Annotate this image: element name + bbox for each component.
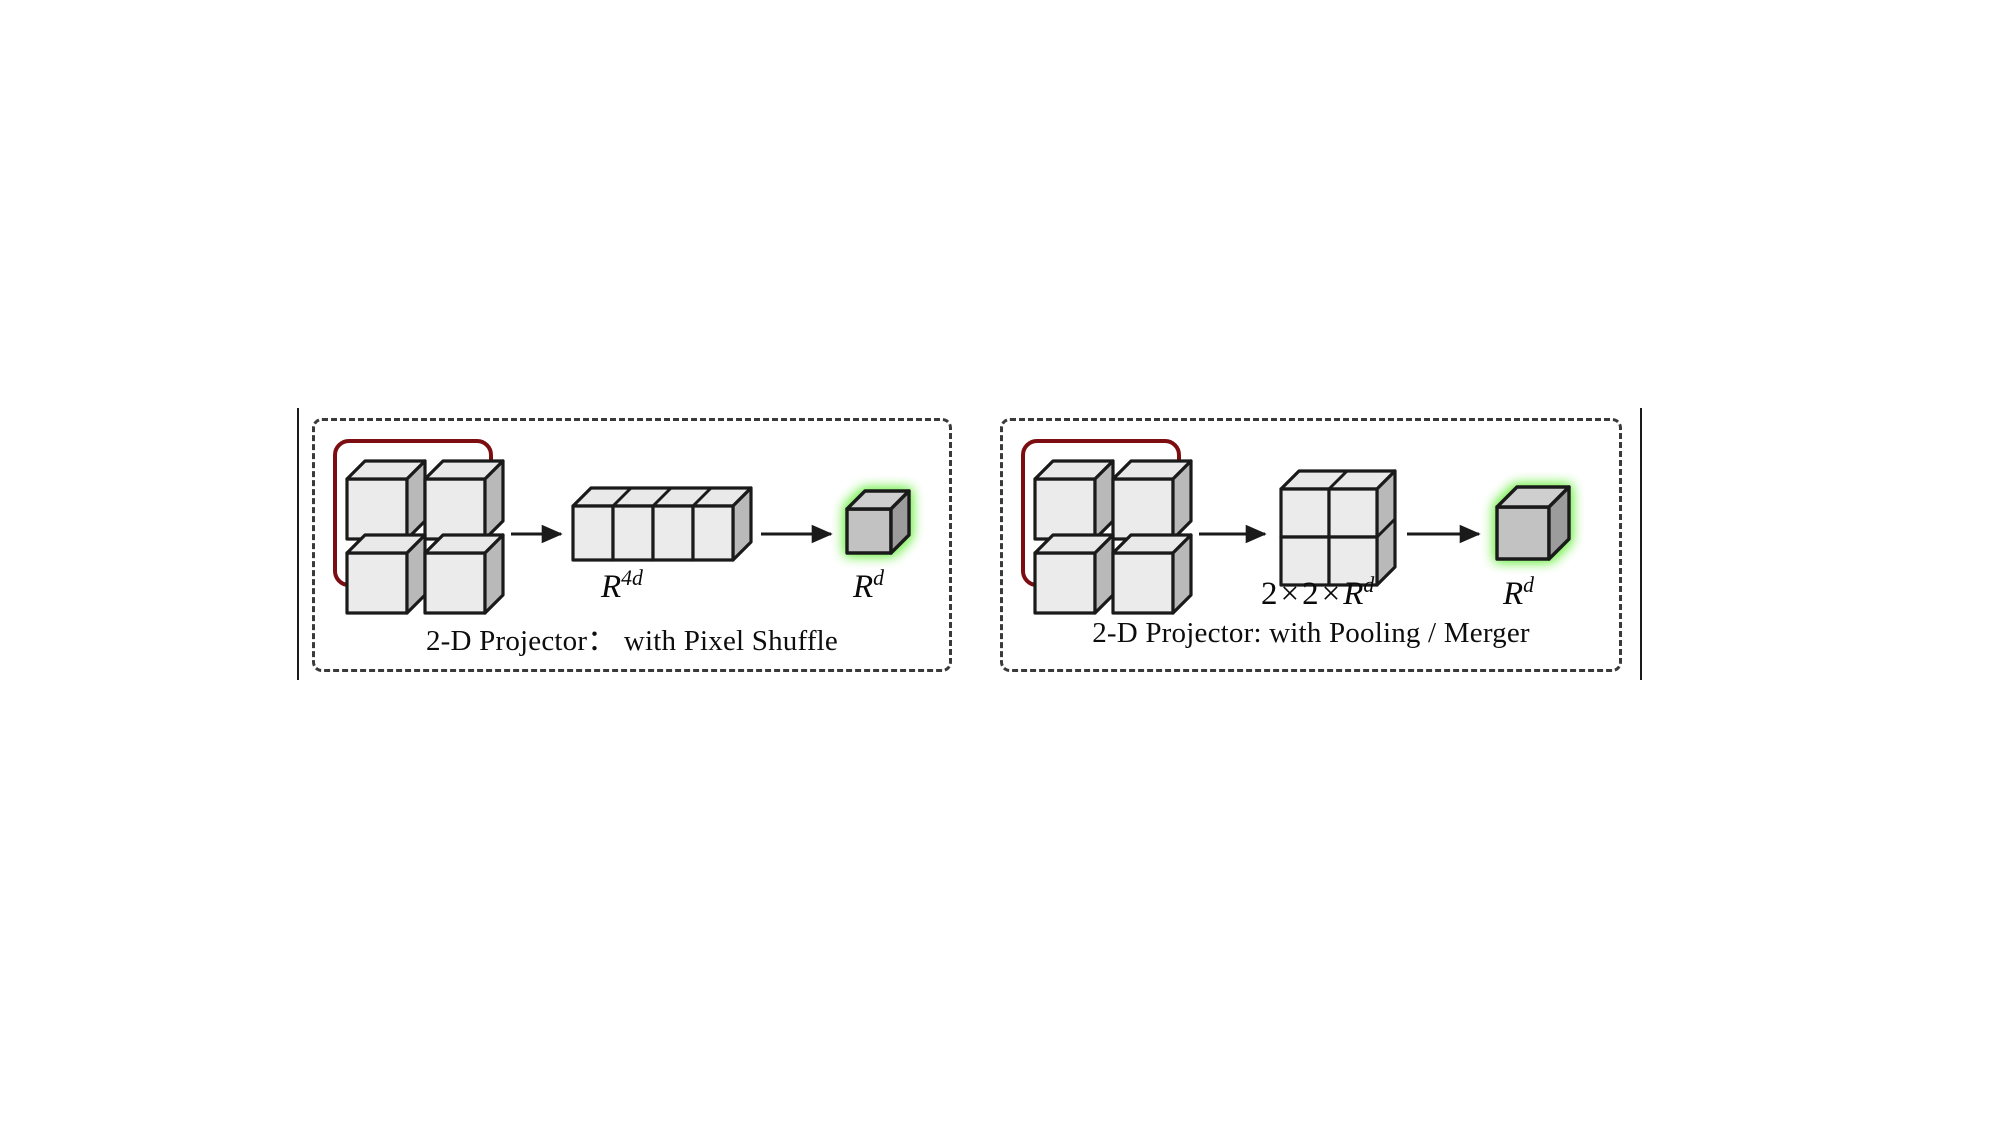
input-cube-4 — [423, 533, 505, 615]
label-r-d-output-right: Rd — [1503, 573, 1535, 612]
pooling-merger-diagram-art — [1033, 459, 1571, 615]
pixel-shuffle-diagram-art — [345, 459, 911, 615]
flattened-cube-bar — [571, 486, 753, 562]
label-r-4d: R4d — [601, 566, 643, 605]
input-cube-4 — [1111, 533, 1193, 615]
panel-pooling-merger: 2×2×Rd Rd 2-D Projector: with Pooling / … — [1000, 418, 1622, 672]
input-cube-3 — [1033, 533, 1115, 615]
caption-pixel-shuffle: 2-D Projector： with Pixel Shuffle — [425, 625, 839, 657]
output-cube — [1495, 485, 1571, 561]
output-cube — [845, 489, 911, 555]
caption-pooling-merger: 2-D Projector: with Pooling / Merger — [1092, 617, 1530, 649]
merged-2x2-block — [1279, 469, 1397, 587]
input-cube-2 — [1111, 459, 1193, 541]
panel-pixel-shuffle: R4d Rd 2-D Projector： with Pixel Shuffle — [312, 418, 952, 672]
input-cube-3 — [345, 533, 427, 615]
input-cube-1 — [345, 459, 427, 541]
input-cube-2 — [423, 459, 505, 541]
label-2x2-r-d: 2×2×Rd — [1261, 573, 1375, 612]
label-r-d-output-left: Rd — [853, 566, 885, 605]
input-cube-1 — [1033, 459, 1115, 541]
figure-right-rule — [1640, 408, 1642, 680]
figure-left-rule — [297, 408, 299, 680]
